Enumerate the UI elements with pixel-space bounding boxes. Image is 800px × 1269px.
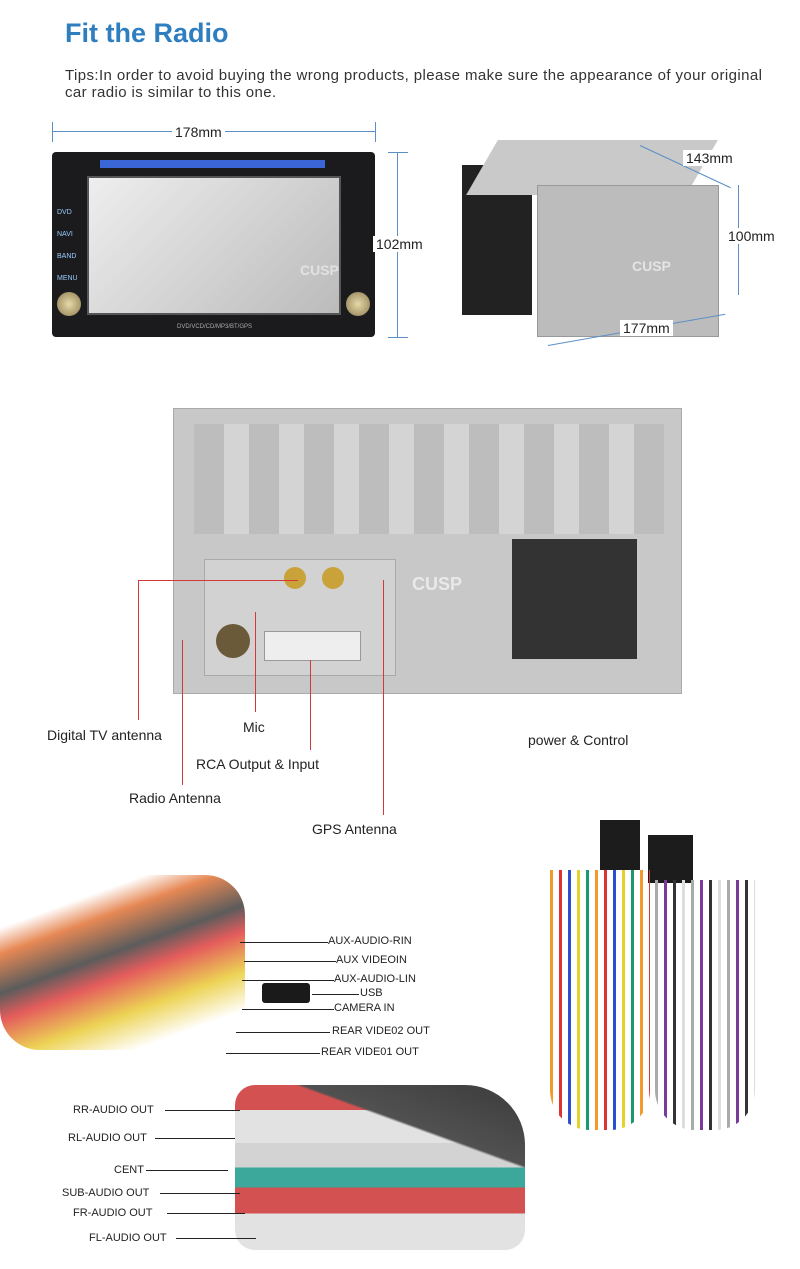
- rear-face: [537, 185, 719, 337]
- callout-line: [383, 580, 384, 815]
- leader-line: [160, 1193, 240, 1194]
- page-title: Fit the Radio: [65, 18, 229, 48]
- front-radio-image: DVD NAVI BAND MENU CUSP DVD/VCD/CD/MP3/B…: [52, 152, 375, 337]
- side-buttons: DVD NAVI BAND MENU: [57, 202, 79, 290]
- digital-tv-connector: [284, 567, 306, 589]
- leader-line: [240, 942, 328, 943]
- back-depth-label: 143mm: [683, 150, 736, 166]
- dimension-tick: [52, 122, 53, 142]
- label-aux-audio-lin: AUX-AUDIO-LIN: [334, 973, 416, 985]
- front-height-label: 102mm: [373, 236, 426, 252]
- label-rl-audio-out: RL-AUDIO OUT: [68, 1132, 147, 1144]
- cusp-watermark: CUSP: [632, 258, 671, 274]
- label-rr-audio-out: RR-AUDIO OUT: [73, 1104, 154, 1116]
- cusp-watermark: CUSP: [412, 574, 463, 594]
- rca-connectors: [264, 631, 361, 661]
- callout-line: [138, 580, 298, 581]
- screen: [87, 176, 341, 315]
- label-fr-audio-out: FR-AUDIO OUT: [73, 1207, 153, 1219]
- leader-line: [155, 1138, 235, 1139]
- rca-harness-image: [235, 1085, 525, 1250]
- iso-plug: [600, 820, 640, 870]
- label-aux-audio-rin: AUX-AUDIO-RIN: [328, 935, 412, 947]
- volume-knob: [57, 292, 81, 316]
- label-fl-audio-out: FL-AUDIO OUT: [89, 1232, 167, 1244]
- iso-harness-image: [530, 815, 770, 1145]
- dvd-button: DVD: [57, 209, 72, 216]
- front-width-label: 178mm: [172, 124, 225, 140]
- label-sub-audio-out: SUB-AUDIO OUT: [62, 1187, 150, 1199]
- gps-connector: [322, 567, 344, 589]
- menu-button: MENU: [57, 275, 78, 282]
- leader-line: [312, 994, 359, 995]
- dimension-tick: [375, 122, 376, 142]
- front-footer: DVD/VCD/CD/MP3/BT/GPS: [177, 324, 253, 330]
- usb-connector: [262, 983, 310, 1003]
- back-width-label: 177mm: [620, 320, 673, 336]
- label-rear-video1-out: REAR VIDE01 OUT: [321, 1046, 419, 1058]
- label-usb: USB: [360, 987, 383, 999]
- label-camera-in: CAMERA IN: [334, 1002, 395, 1014]
- callout-line: [310, 660, 311, 750]
- leader-line: [242, 980, 334, 981]
- leader-line: [167, 1213, 245, 1214]
- back-radio-image: CUSP: [462, 140, 719, 340]
- label-power-control: power & Control: [528, 732, 629, 748]
- callout-line: [138, 580, 139, 720]
- label-rear-video2-out: REAR VIDE02 OUT: [332, 1025, 430, 1037]
- leader-line: [176, 1238, 256, 1239]
- label-aux-videoin: AUX VIDEOIN: [336, 954, 407, 966]
- label-cent: CENT: [114, 1164, 144, 1176]
- av-harness-image: [0, 875, 245, 1050]
- leader-line: [226, 1053, 320, 1054]
- dimension-tick: [388, 337, 408, 338]
- radio-antenna-socket: [216, 624, 250, 658]
- iso-plug: [648, 835, 693, 883]
- cusp-watermark: CUSP: [300, 262, 339, 278]
- label-digital-tv-antenna: Digital TV antenna: [47, 727, 162, 743]
- iso-wires: [550, 870, 650, 1130]
- iso-wires: [655, 880, 755, 1130]
- tune-knob: [346, 292, 370, 316]
- disc-slot: [100, 160, 325, 168]
- rear-panel-image: CUSP: [173, 408, 682, 694]
- leader-line: [146, 1170, 228, 1171]
- heat-fins: [194, 424, 664, 534]
- leader-line: [165, 1110, 240, 1111]
- leader-line: [244, 961, 336, 962]
- label-gps-antenna: GPS Antenna: [312, 821, 397, 837]
- tips-text: Tips:In order to avoid buying the wrong …: [65, 67, 763, 101]
- power-control-connector: [512, 539, 637, 659]
- navi-button: NAVI: [57, 231, 73, 238]
- callout-line: [255, 612, 256, 712]
- leader-line: [236, 1032, 330, 1033]
- leader-line: [242, 1009, 334, 1010]
- callout-line: [182, 640, 183, 785]
- label-rca: RCA Output & Input: [196, 756, 319, 772]
- label-mic: Mic: [243, 719, 265, 735]
- label-radio-antenna: Radio Antenna: [129, 790, 221, 806]
- back-height-label: 100mm: [725, 228, 778, 244]
- dimension-tick: [388, 152, 408, 153]
- band-button: BAND: [57, 253, 77, 260]
